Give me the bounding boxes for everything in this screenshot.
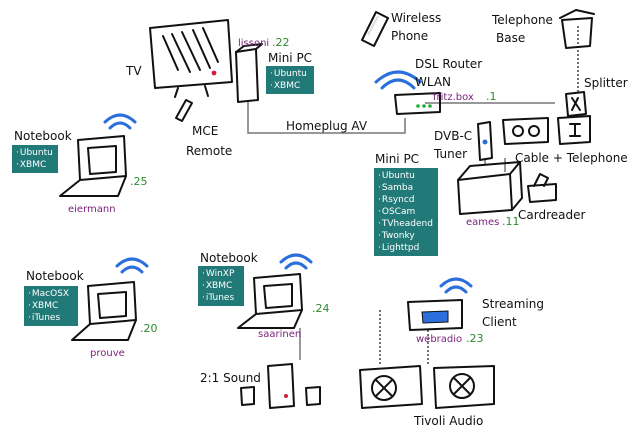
software-box-prouve: MacOSX XBMC iTunes xyxy=(24,286,78,326)
software-item: XBMC xyxy=(16,159,55,171)
notebook-1-label: Notebook xyxy=(14,129,72,143)
notebook-2-label: Notebook xyxy=(200,251,258,265)
software-box-eiermann: Ubuntu XBMC xyxy=(12,145,58,173)
host-prouve-octet: .20 xyxy=(140,322,158,335)
splitter-label: Splitter xyxy=(584,76,628,90)
telephone-base-label-1: Telephone xyxy=(491,13,553,27)
mini-pc-top-icon xyxy=(235,43,263,103)
mini-pc-mid-icon xyxy=(457,161,523,215)
cable-telephone-label: Cable + Telephone xyxy=(515,151,628,165)
dvbc-tuner-icon xyxy=(477,121,493,161)
software-item: TVheadend xyxy=(378,218,435,230)
notebook-eiermann-icon xyxy=(59,113,137,197)
software-item: Samba xyxy=(378,182,435,194)
host-webradio-octet: .23 xyxy=(466,332,484,345)
software-item: Ubuntu xyxy=(270,68,311,80)
software-item: XBMC xyxy=(28,300,75,312)
software-item: Ubuntu xyxy=(378,170,435,182)
tv-label: TV xyxy=(125,64,142,78)
host-eames-name: eames xyxy=(466,217,499,228)
notebook-prouve-icon xyxy=(71,257,149,341)
wireless-phone-icon xyxy=(361,11,389,47)
remote-icon xyxy=(175,99,193,122)
host-eiermann-name: eiermann xyxy=(68,204,116,215)
host-fritzbox-name: fritz.box xyxy=(433,92,474,103)
webradio-icon xyxy=(407,277,473,331)
telephone-base-label-2: Base xyxy=(496,31,525,45)
host-webradio-name: webradio xyxy=(416,334,462,345)
dsl-router-label-2: WLAN xyxy=(415,75,451,89)
host-fritzbox-octet: .1 xyxy=(486,90,497,103)
dvbc-label-2: Tuner xyxy=(433,147,467,161)
dsl-router-label-1: DSL Router xyxy=(415,57,482,71)
sound-system-icon xyxy=(240,363,321,409)
streaming-label-1: Streaming xyxy=(482,297,544,311)
host-eiermann-octet: .25 xyxy=(130,175,148,188)
software-item: Lighttpd xyxy=(378,242,435,254)
cardreader-label: Cardreader xyxy=(518,208,585,222)
software-item: Ubuntu xyxy=(16,147,55,159)
software-item: Twonky xyxy=(378,230,435,242)
software-box-saarinen: WinXP XBMC iTunes xyxy=(198,266,244,306)
software-item: MacOSX xyxy=(28,288,75,300)
splitter-icon xyxy=(565,91,587,117)
host-lissoni-octet: .22 xyxy=(272,36,290,49)
sound-label: 2:1 Sound xyxy=(200,371,261,385)
software-box-lissoni: Ubuntu XBMC xyxy=(266,66,314,94)
software-item: iTunes xyxy=(202,292,241,304)
homeplug-label: Homeplug AV xyxy=(286,119,368,133)
software-item: XBMC xyxy=(270,80,311,92)
host-lissoni-name: lissoni xyxy=(238,38,269,49)
streaming-label-2: Client xyxy=(482,315,517,329)
notebook-3-label: Notebook xyxy=(26,269,84,283)
software-item: Rsyncd xyxy=(378,194,435,206)
cardreader-icon xyxy=(527,173,557,203)
mce-label-2: Remote xyxy=(186,144,232,158)
host-saarinen-name: saarinen xyxy=(258,329,301,340)
host-eames-octet: .11 xyxy=(502,215,520,228)
telephone-base-icon xyxy=(559,9,595,49)
mce-label-1: MCE xyxy=(192,124,218,138)
notebook-saarinen-icon xyxy=(237,253,313,329)
tivoli-label: Tivoli Audio xyxy=(413,414,483,428)
tivoli-audio-icon xyxy=(359,365,495,409)
mini-pc-mid-label: Mini PC xyxy=(375,152,419,166)
router-icon xyxy=(374,70,441,115)
dvbc-label-1: DVB-C xyxy=(434,129,472,143)
software-item: XBMC xyxy=(202,280,241,292)
tv-icon xyxy=(149,19,233,98)
mini-pc-top-label: Mini PC xyxy=(268,51,312,65)
software-box-eames: Ubuntu Samba Rsyncd OSCam TVheadend Twon… xyxy=(374,168,438,256)
software-item: OSCam xyxy=(378,206,435,218)
host-saarinen-octet: .24 xyxy=(312,302,330,315)
wireless-phone-label-2: Phone xyxy=(391,29,428,43)
homeplug-link xyxy=(247,100,406,134)
connections xyxy=(247,26,579,365)
host-prouve-name: prouve xyxy=(90,348,125,359)
software-item: WinXP xyxy=(202,268,241,280)
software-item: iTunes xyxy=(28,312,75,324)
wireless-phone-label-1: Wireless xyxy=(391,11,441,25)
cable-telephone-icon xyxy=(502,115,591,145)
